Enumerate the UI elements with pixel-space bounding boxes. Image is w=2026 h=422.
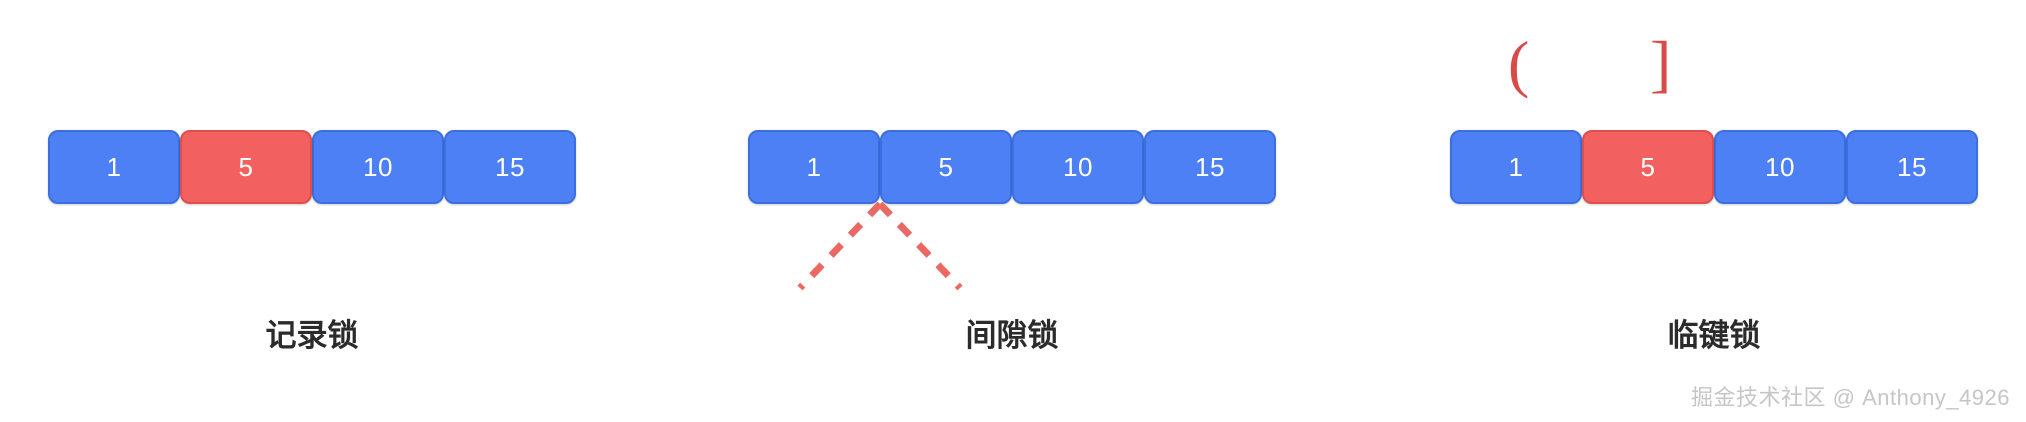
index-cell: 10 [312,130,444,204]
index-cell: 15 [1846,130,1978,204]
gap-marker-left-leg [797,201,883,291]
index-cell-value: 5 [938,151,954,182]
watermark: 掘金技术社区 @ Anthony_4926 [1691,385,2010,410]
index-cell: 1 [48,130,180,204]
index-cell: 5 [880,130,1012,204]
index-cell-value: 1 [106,151,122,182]
index-cell-value: 10 [363,151,393,182]
index-cell: 15 [1144,130,1276,204]
index-cell-value: 5 [238,151,254,182]
diagram-group-record-lock: 1 5 10 15 记录锁 [48,0,576,422]
index-cell: 15 [444,130,576,204]
index-cell: 1 [748,130,880,204]
index-cell: 10 [1714,130,1846,204]
index-row-gap-lock: 1 5 10 15 [748,130,1276,204]
index-cell-value: 5 [1640,151,1656,182]
group-caption-next-key-lock: 临键锁 [1667,318,1761,353]
index-row-next-key-lock: 1 5 10 15 [1450,130,1978,204]
index-cell-value: 10 [1765,151,1795,182]
group-caption-record-lock: 记录锁 [265,318,359,353]
index-cell-value: 15 [1897,151,1927,182]
diagram-group-next-key-lock: ( ] 1 5 10 15 临键锁 [1450,0,1978,422]
index-row-record-lock: 1 5 10 15 [48,130,576,204]
index-cell-value: 1 [806,151,822,182]
index-cell: 10 [1012,130,1144,204]
gap-marker-right-leg [877,201,963,291]
next-key-interval-notation: ( ] [1450,28,1978,108]
index-cell-value: 15 [1195,151,1225,182]
index-cell-locked: 5 [180,130,312,204]
interval-open-paren-icon: ( [1508,28,1530,99]
diagram-group-gap-lock: 1 5 10 15 间隙锁 [748,0,1276,422]
index-cell-value: 10 [1063,151,1093,182]
interval-close-bracket-icon: ] [1650,28,1672,99]
group-caption-gap-lock: 间隙锁 [965,318,1059,353]
index-cell: 1 [1450,130,1582,204]
index-cell-value: 1 [1508,151,1524,182]
index-cell-locked: 5 [1582,130,1714,204]
index-cell-value: 15 [495,151,525,182]
gap-lock-dashed-v-marker [748,201,1276,292]
